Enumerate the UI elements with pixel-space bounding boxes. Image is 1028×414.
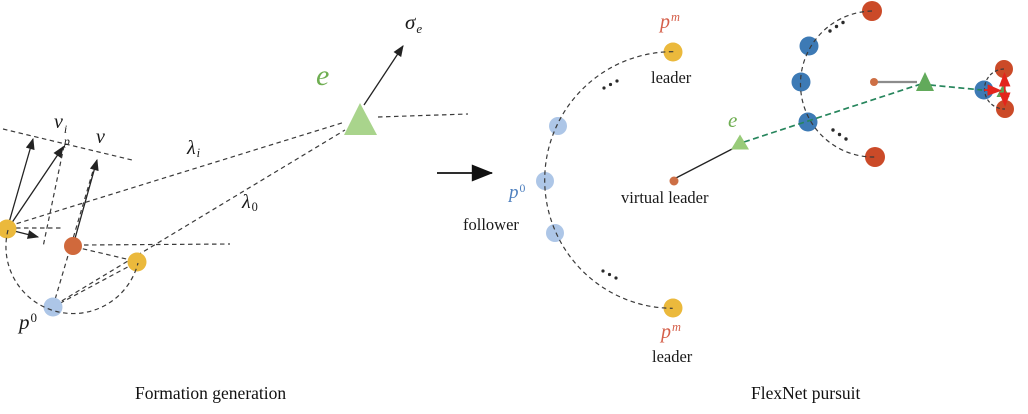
follower-dot-1	[549, 117, 567, 135]
virtual-leader-dot-right	[870, 78, 878, 86]
agent-dot-orange-center	[64, 237, 82, 255]
evader-pursuit-path-1	[743, 82, 925, 143]
virtual-leader-dot	[669, 176, 679, 186]
evader-triangle-small	[731, 134, 749, 150]
pm-label-top: pm	[660, 10, 680, 33]
agent-dot-yellow-right	[127, 252, 147, 272]
vp-i-velocity-arrow	[8, 146, 64, 228]
lambda-i-line	[8, 121, 346, 227]
ellipsis-dots-right-top	[828, 20, 845, 33]
v-projection-line	[53, 163, 96, 304]
evader-label-right: e	[728, 108, 738, 132]
velocity-arrow-left	[7, 137, 35, 227]
pm-label-bottom: pm	[661, 320, 681, 343]
ellipsis-dots-mid-bottom	[601, 269, 618, 280]
leader-dot-bottom	[663, 298, 683, 318]
pursuer-triangle-big	[916, 72, 934, 91]
sigma-e-label: σe	[405, 10, 423, 36]
tangent-line	[2, 128, 133, 161]
v-label: v	[96, 126, 105, 148]
formation-circle-arc	[5, 229, 139, 315]
ellipsis-dots-right-bottom	[831, 128, 848, 141]
v-velocity-arrow	[73, 158, 99, 243]
evader-horizontal-line	[377, 113, 469, 118]
pursuer-dot-2	[791, 72, 811, 92]
sigma-e-arrow	[363, 45, 404, 106]
target-dot-bottom	[865, 147, 885, 167]
lambda-0-label: λ0	[242, 191, 258, 215]
vp-projection-line	[42, 145, 65, 248]
center-horizontal-line	[83, 243, 231, 246]
pursuit-formation-arc	[799, 10, 876, 158]
capture-arrow-vertical	[998, 72, 1011, 107]
leader-label-bottom: leader	[652, 347, 693, 366]
capture-arrow-horizontal	[983, 84, 1002, 96]
follower-label: follower	[463, 215, 519, 234]
flexnet-formation-arc	[544, 51, 674, 309]
caption-formation-generation: Formation generation	[135, 383, 287, 403]
evader-triangle-left	[344, 103, 377, 135]
follower-dot-3	[546, 224, 564, 242]
evader-pursuit-path-2	[929, 84, 983, 91]
orange-to-yellow-line	[74, 246, 136, 262]
virtual-leader-label: virtual leader	[621, 188, 709, 207]
p0-label-mid: p0	[509, 181, 526, 203]
caption-flexnet-pursuit: FlexNet pursuit	[751, 383, 861, 403]
lambda-0-line	[54, 129, 346, 306]
agent-dot-yellow-left	[0, 219, 17, 239]
evader-label-left: e	[316, 59, 330, 92]
virtual-leader-to-evader-line	[673, 146, 737, 180]
lambda-i-label: λi	[187, 137, 201, 161]
agent-dot-blue-p0	[43, 297, 63, 317]
ellipsis-dots-mid-top	[602, 79, 619, 90]
leader-label-top: leader	[651, 68, 692, 87]
pursuer-dot-3	[798, 112, 818, 132]
p0-label-left: p0	[19, 309, 38, 334]
p0-to-yellow-line	[52, 261, 138, 308]
